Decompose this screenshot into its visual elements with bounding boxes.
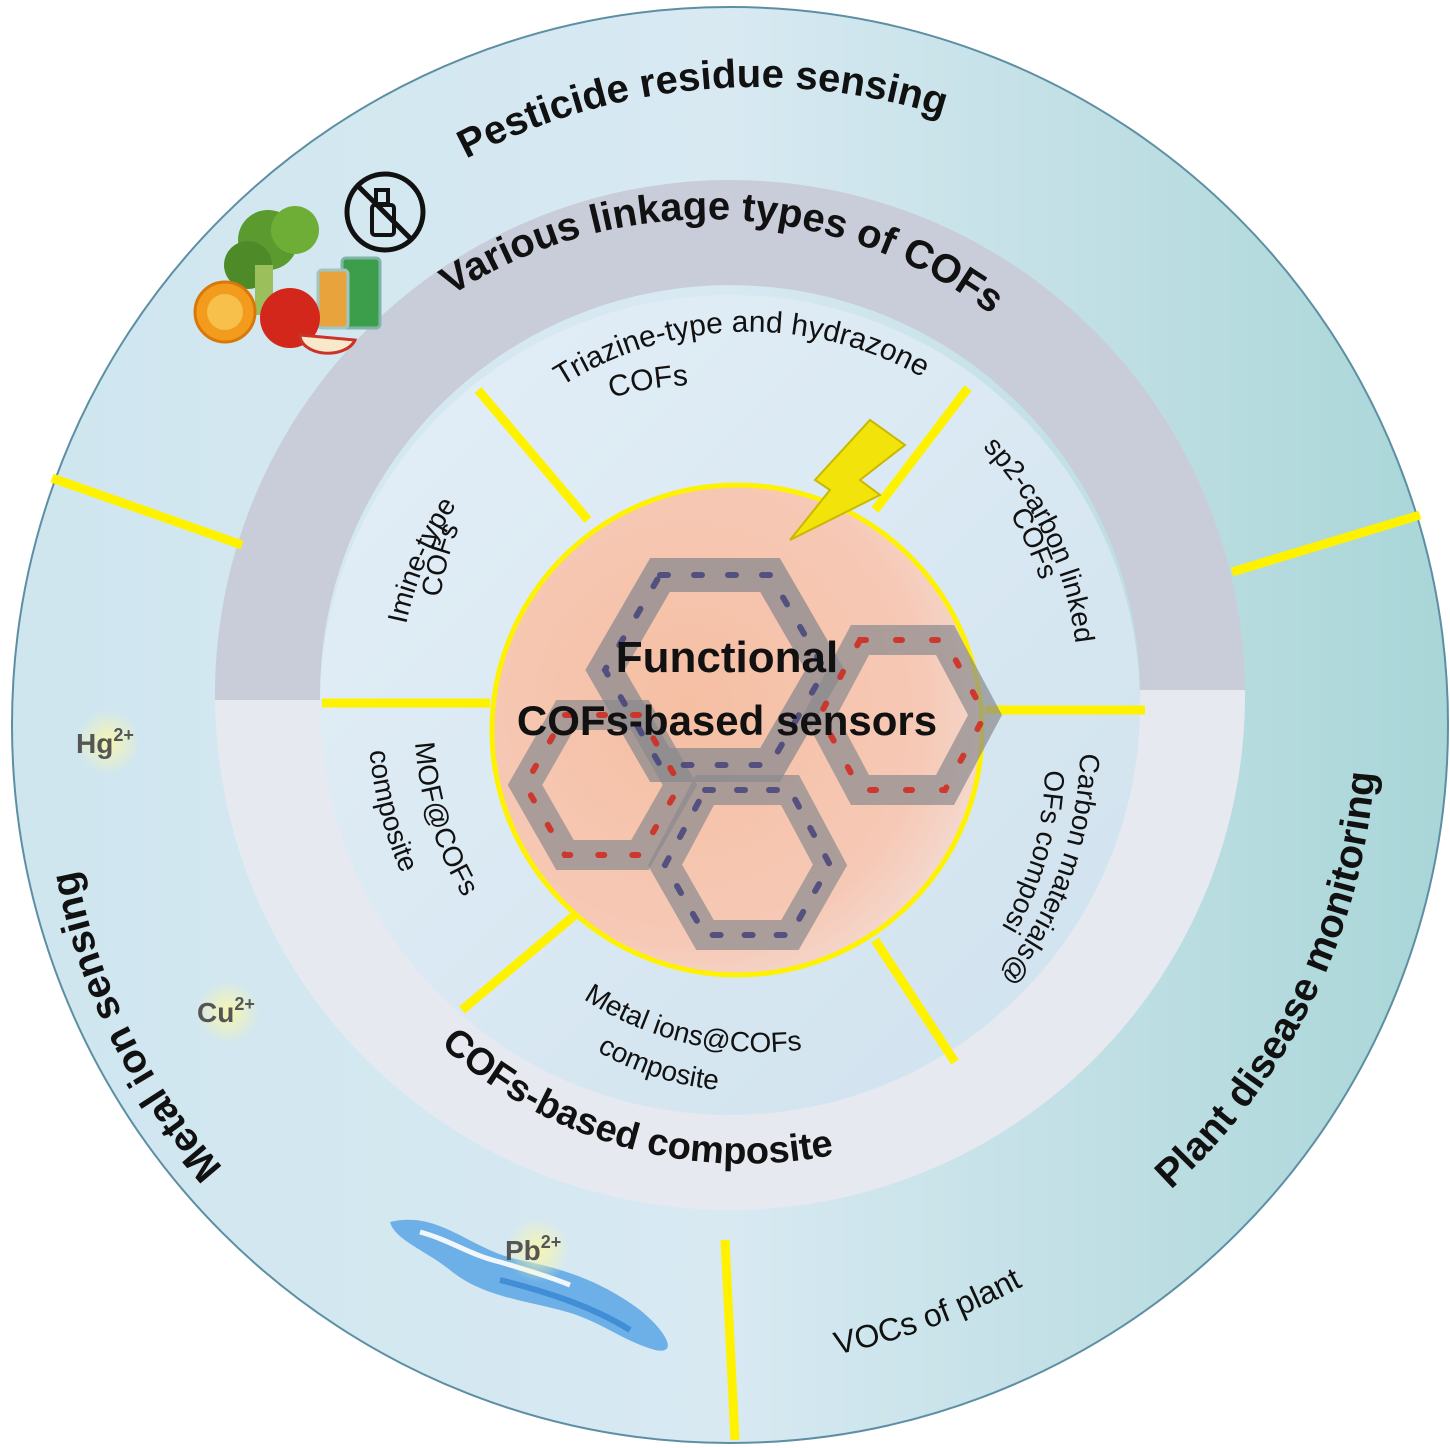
lightning-icon xyxy=(789,418,907,541)
pb-ion-label: Pb2+ xyxy=(505,1232,561,1266)
cu-ion-label: Cu2+ xyxy=(197,994,255,1028)
pb-glow xyxy=(506,1218,570,1282)
cu-glow xyxy=(196,980,260,1044)
cof-framework-icon xyxy=(507,558,1002,950)
hg-ion-label: Hg2+ xyxy=(76,725,134,759)
divider-outer-left xyxy=(50,473,244,550)
linkage-type-band xyxy=(214,179,1246,701)
no-spray-icon xyxy=(344,171,426,253)
divider-inner-5 xyxy=(459,911,578,1014)
divider-outer-bottom xyxy=(720,1239,740,1441)
divider-outer-right xyxy=(1230,510,1422,577)
center-title-line1: Functional xyxy=(616,633,838,682)
divider-inner-2 xyxy=(871,385,972,513)
divider-inner-1 xyxy=(474,387,592,523)
fruit-vegetable-icon xyxy=(193,206,382,355)
divider-inner-6 xyxy=(871,937,959,1065)
composite-band xyxy=(215,690,1246,1211)
center-title-line2: COFs-based sensors xyxy=(517,697,937,744)
hg-glow xyxy=(76,710,140,774)
